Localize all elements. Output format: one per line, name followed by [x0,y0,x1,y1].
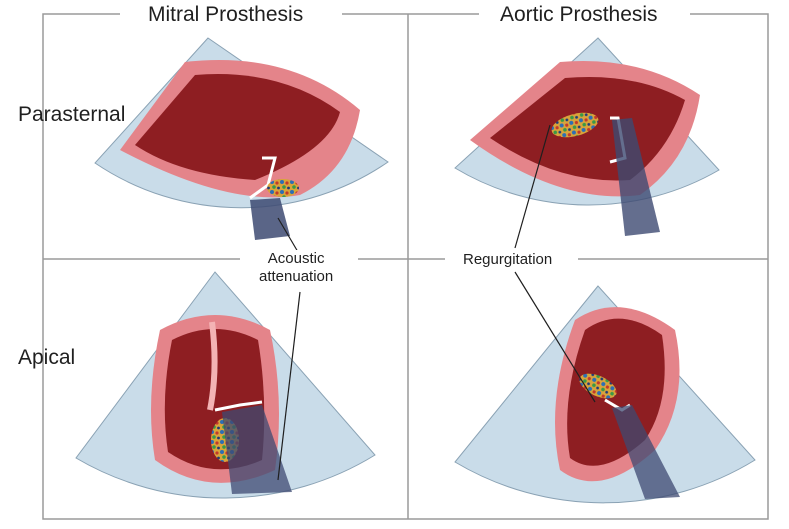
annotation-regurgitation: Regurgitation [457,251,559,269]
heart-chamber [135,74,340,180]
row-title-parasternal: Parasternal [18,103,126,126]
column-title-aortic: Aortic Prosthesis [492,4,666,25]
acoustic-shadow [612,405,680,499]
column-title-mitral: Mitral Prosthesis [140,4,312,25]
panel-aortic-parasternal [454,37,720,236]
leader-lines [277,124,596,481]
panel-aortic-apical [454,285,756,504]
acoustic-shadow [612,118,660,236]
annotation-line-2: attenuation [259,268,334,285]
regurgitant-jet [551,112,599,138]
septum [207,321,218,411]
annotation-line-1: Acoustic [267,250,325,267]
row-title-apical: Apical [18,346,76,369]
annotation-acoustic-attenuation: Acoustic attenuation [253,250,340,286]
panel-frame [42,13,769,520]
panel-mitral-parasternal [94,37,389,240]
prosthetic-valve [214,400,263,412]
prosthetic-valve [249,156,277,200]
acoustic-shadow [222,405,292,494]
panel-mitral-apical [75,271,376,499]
regurgitant-jet [267,179,299,197]
acoustic-shadow [250,198,290,240]
